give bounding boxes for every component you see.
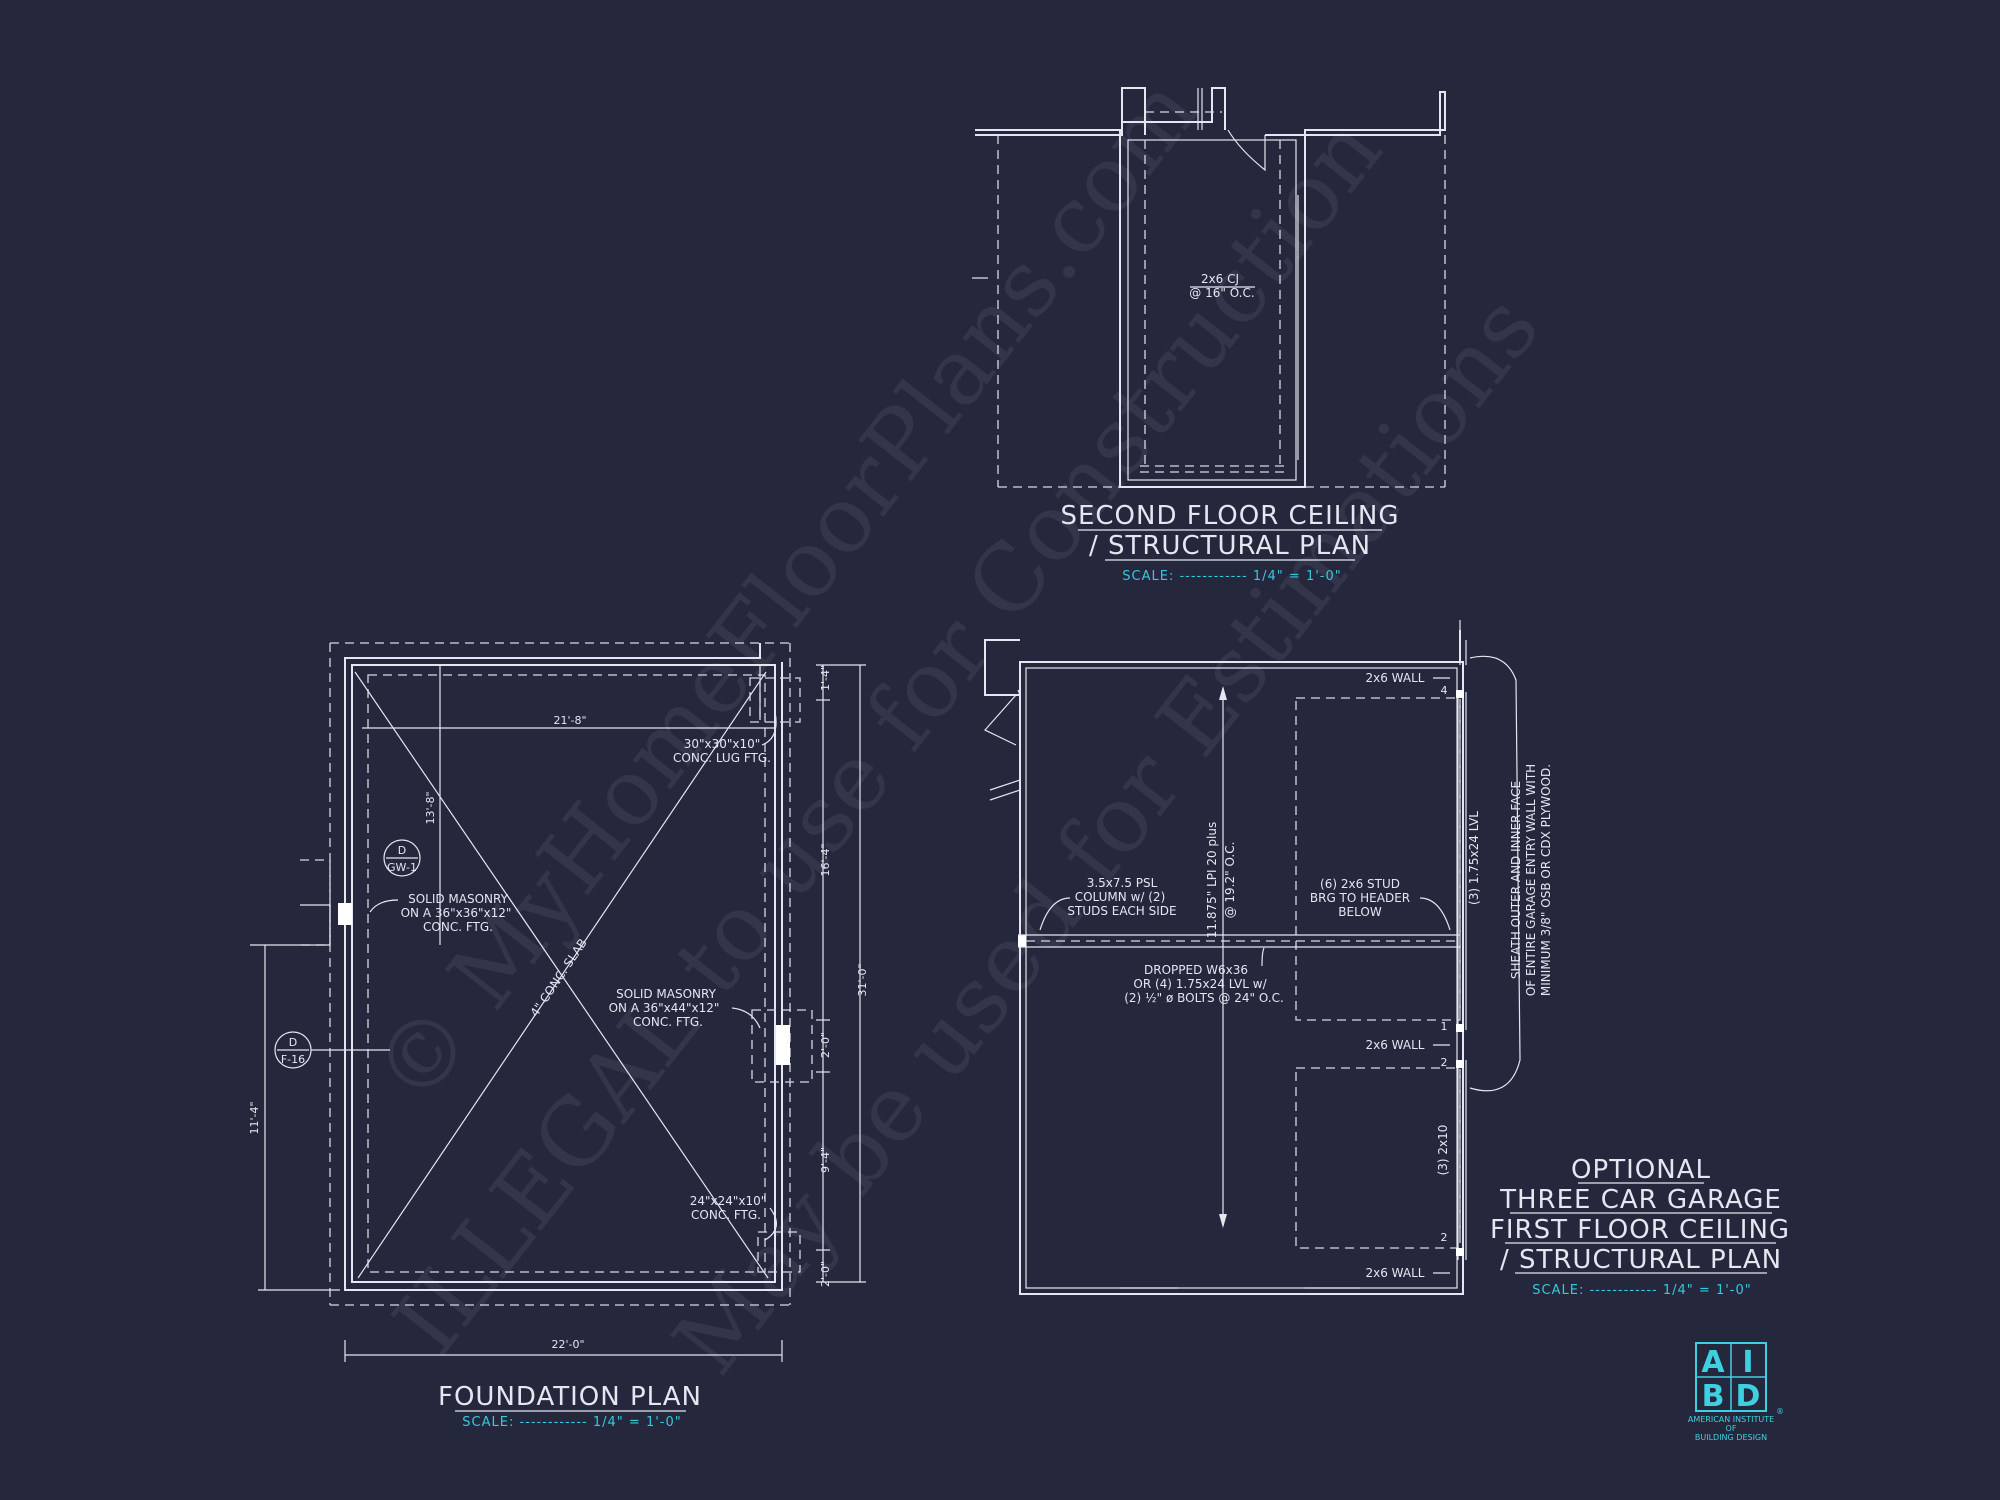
masonry-a-line-2: ON A 36"x36"x12" <box>401 906 512 920</box>
dim-left-partial: 13'-8" <box>424 791 437 824</box>
dim-width-inner: 21'-8" <box>553 714 586 727</box>
detail-gw-letter: D <box>398 844 406 857</box>
logo-letter-b: B <box>1702 1379 1725 1414</box>
stud-line-2: BRG TO HEADER <box>1310 891 1410 905</box>
logo-letter-i: I <box>1742 1345 1753 1380</box>
psl-line-3: STUDS EACH SIDE <box>1067 904 1176 918</box>
logo-letter-d: D <box>1736 1379 1761 1414</box>
dim-right-pad: 2'-0" <box>819 1032 832 1058</box>
garage-title-1: OPTIONAL <box>1571 1155 1711 1185</box>
logo-line-3: BUILDING DESIGN <box>1695 1433 1767 1442</box>
stud-line-1: (6) 2x6 STUD <box>1320 877 1400 891</box>
dim-right-upper: 16'-4" <box>819 843 832 876</box>
beam-line-2: OR (4) 1.75x24 LVL w/ <box>1133 977 1267 991</box>
garage-plan: 2x6 WALL 2x6 WALL 2x6 WALL 4 1 2 2 (3) 1… <box>984 620 1790 1298</box>
masonry-b-line-2: ON A 36"x44"x12" <box>609 1001 720 1015</box>
wall-mid: 2x6 WALL <box>1366 1038 1425 1052</box>
lvl-label: (3) 1.75x24 LVL <box>1467 811 1481 905</box>
dim-depth-overall: 31'-0" <box>856 963 869 996</box>
ftg-type: CONC. FTG. <box>691 1208 761 1222</box>
masonry-b-line-3: CONC. FTG. <box>633 1015 703 1029</box>
detail-f-ref: F-16 <box>281 1053 305 1066</box>
second-floor-title-1: SECOND FLOOR CEILING <box>1060 501 1399 531</box>
tag-2b: 2 <box>1441 1231 1448 1244</box>
detail-gw-ref: GW-1 <box>387 861 417 874</box>
garage-title-4: / STRUCTURAL PLAN <box>1500 1245 1782 1275</box>
second-floor-joist-spacing: @ 16" O.C. <box>1189 286 1254 300</box>
sheath-line-3: MINIMUM 3/8" OSB OR CDX PLYWOOD. <box>1539 764 1553 996</box>
second-floor-plan: 2x6 CJ @ 16" O.C. SECOND FLOOR CEILING /… <box>972 87 1446 584</box>
stud-line-3: BELOW <box>1338 905 1382 919</box>
second-floor-title-2: / STRUCTURAL PLAN <box>1089 531 1371 561</box>
dim-right-top: 1'-4" <box>819 665 832 691</box>
psl-line-1: 3.5x7.5 PSL <box>1087 876 1158 890</box>
joist-spacing: @ 19.2" O.C. <box>1223 842 1237 919</box>
second-floor-scale: SCALE: ------------ 1/4" = 1'-0" <box>1122 569 1341 584</box>
detail-f-letter: D <box>289 1036 297 1049</box>
dim-right-lower: 9'-4" <box>819 1147 832 1173</box>
masonry-a-line-1: SOLID MASONRY <box>408 892 509 906</box>
beam-line-1: DROPPED W6x36 <box>1144 963 1248 977</box>
watermark: © MyHomeFloorPlans.com ILLEGAL to use fo… <box>353 58 1560 1394</box>
wall-top: 2x6 WALL <box>1366 671 1425 685</box>
beam-line-3: (2) ½" ø BOLTS @ 24" O.C. <box>1124 991 1284 1005</box>
watermark-line-1: © MyHomeFloorPlans.com <box>353 58 1218 1124</box>
lug-ftg-size: 30"x30"x10" <box>684 737 761 751</box>
dim-width-overall: 22'-0" <box>551 1338 584 1351</box>
garage-title-2: THREE CAR GARAGE <box>1499 1185 1782 1215</box>
logo-line-2: OF <box>1726 1424 1737 1433</box>
dim-right-bottom: 2'-0" <box>819 1261 832 1287</box>
garage-title-3: FIRST FLOOR CEILING <box>1490 1215 1790 1245</box>
garage-scale: SCALE: ------------ 1/4" = 1'-0" <box>1532 1283 1751 1298</box>
sheath-line-1: SHEATH OUTER AND INNER FACE <box>1509 781 1523 979</box>
two-by-ten-label: (3) 2x10 <box>1436 1125 1450 1176</box>
dim-left-lower: 11'-4" <box>248 1101 261 1134</box>
foundation-title: FOUNDATION PLAN <box>438 1382 702 1412</box>
second-floor-joist-size: 2x6 CJ <box>1201 272 1239 286</box>
detail-callout-gw <box>383 839 421 877</box>
tag-1: 1 <box>1441 1020 1448 1033</box>
wall-bottom: 2x6 WALL <box>1366 1266 1425 1280</box>
joist-spec: 11.875" LPI 20 plus <box>1205 822 1219 939</box>
masonry-b-line-1: SOLID MASONRY <box>616 987 717 1001</box>
tag-2a: 2 <box>1441 1056 1448 1069</box>
logo-line-1: AMERICAN INSTITUTE <box>1688 1415 1774 1424</box>
ftg-size: 24"x24"x10" <box>690 1194 767 1208</box>
lug-ftg-type: CONC. LUG FTG. <box>673 751 771 765</box>
logo-letter-a: A <box>1701 1345 1725 1380</box>
masonry-a-line-3: CONC. FTG. <box>423 920 493 934</box>
tag-4: 4 <box>1441 684 1448 697</box>
aibd-logo: A I B D ® AMERICAN INSTITUTE OF BUILDING… <box>1688 1342 1784 1442</box>
logo-mark: ® <box>1776 1407 1784 1416</box>
foundation-scale: SCALE: ------------ 1/4" = 1'-0" <box>462 1415 681 1430</box>
sheath-line-2: OF ENTIRE GARAGE ENTRY WALL WITH <box>1524 764 1538 996</box>
psl-line-2: COLUMN w/ (2) <box>1075 890 1166 904</box>
